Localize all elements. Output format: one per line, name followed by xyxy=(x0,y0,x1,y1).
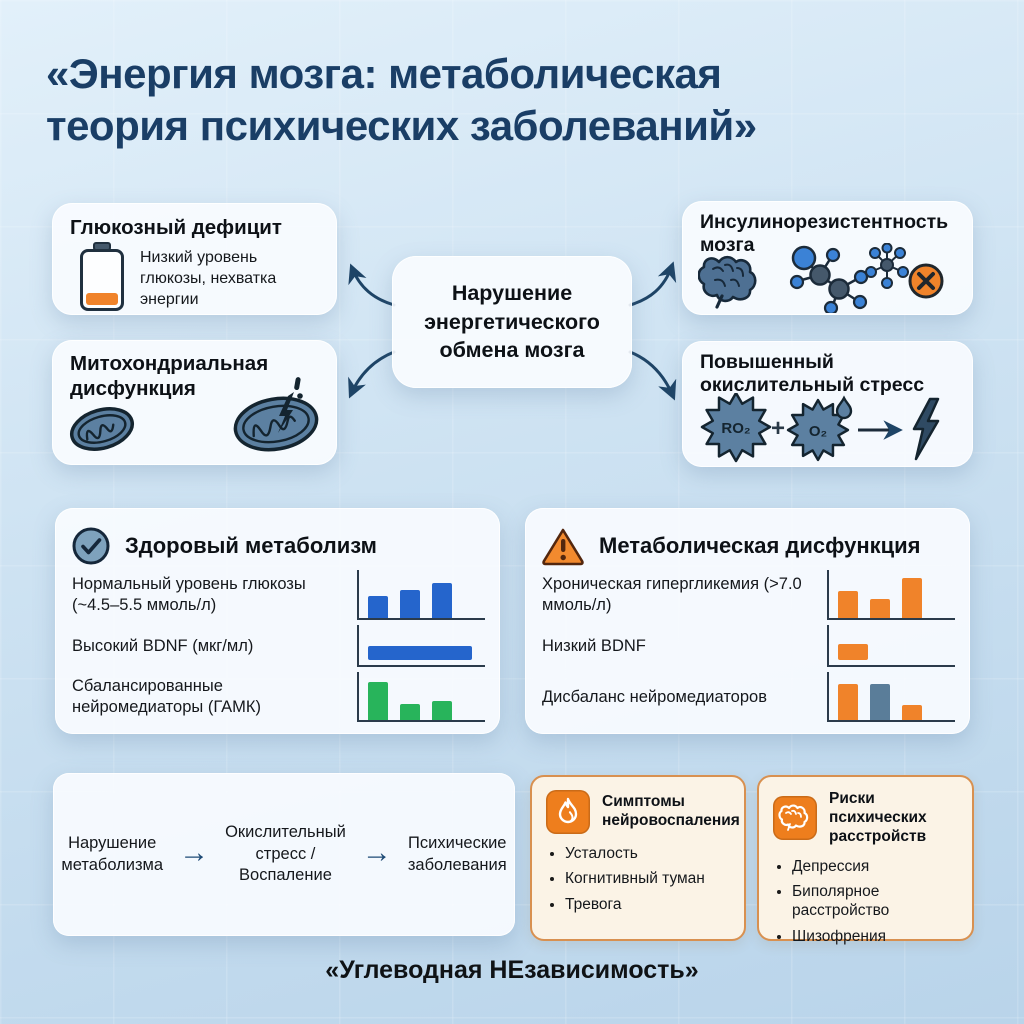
healthy-row-glucose: Нормальный уровень глюкозы (~4.5–5.5 ммо… xyxy=(72,570,485,620)
warning-triangle-icon xyxy=(542,528,584,566)
dysfunction-row-hyperglycemia: Хроническая гипергликемия (>7.0 ммоль/л) xyxy=(542,570,955,620)
mini-bar-chart xyxy=(827,570,955,620)
card-cascade: Нарушение метаболизма → Окислительный ст… xyxy=(53,773,515,936)
row-label: Дисбаланс нейромедиаторов xyxy=(542,687,767,706)
glucose-card-title: Глюкозный дефицит xyxy=(70,216,282,239)
mini-bar-chart xyxy=(827,625,955,667)
page-title-line1: «Энергия мозга: метаболическая xyxy=(46,50,722,97)
mitochondria-icon xyxy=(69,377,319,452)
card-insulin-resistance: Инсулинорезистентность мозга xyxy=(682,201,973,315)
card-metabolic-dysfunction: Метаболическая дисфункция Хроническая ги… xyxy=(525,508,970,734)
battery-low-icon xyxy=(80,249,124,311)
symptoms-list: Усталость Когнитивный туман Тревога xyxy=(532,844,744,914)
mini-bar-chart xyxy=(357,570,485,620)
card-healthy-metabolism: Здоровый метаболизм Нормальный уровень г… xyxy=(55,508,500,734)
healthy-row-bdnf: Высокий BDNF (мкг/мл) xyxy=(72,625,485,667)
list-item: Тревога xyxy=(565,895,744,914)
healthy-card-title: Здоровый метаболизм xyxy=(125,532,377,558)
list-item: Биполярное расстройство xyxy=(792,882,972,921)
crack-lightning-icon xyxy=(278,377,303,433)
row-label: Нормальный уровень глюкозы (~4.5–5.5 ммо… xyxy=(72,575,306,614)
dysfunction-card-title: Метаболическая дисфункция xyxy=(599,532,921,558)
card-neuroinflammation-symptoms: Симптомы нейровоспаления Усталость Когни… xyxy=(530,775,746,941)
arrow-to-oxidative xyxy=(628,350,677,401)
glucose-card-desc: Низкий уровень глюкозы, нехватка энергии xyxy=(140,249,277,309)
card-mitochondrial-dysfunction: Митохондриальная дисфункция xyxy=(52,340,337,465)
glucose-molecule-icon xyxy=(789,243,909,313)
risks-card-title: Риски психических расстройств xyxy=(829,790,927,845)
oxygen-burst-icon: O₂ xyxy=(786,398,850,462)
cascade-step-3: Психические заболевания xyxy=(407,834,507,874)
center-node-label: Нарушение энергетического обмена мозга xyxy=(424,281,600,363)
mini-bar-chart xyxy=(357,672,485,722)
arrow-to-insulin xyxy=(628,261,677,307)
right-arrow-icon: → xyxy=(179,835,210,869)
card-mental-disorder-risks: Риски психических расстройств Депрессия … xyxy=(757,775,974,945)
mini-bar-chart xyxy=(827,672,955,722)
flame-icon xyxy=(546,790,590,834)
row-label: Хроническая гипергликемия (>7.0 ммоль/л) xyxy=(542,575,802,614)
cascade-step-2: Окислительный стресс / Воспаление xyxy=(225,823,346,885)
lightning-icon xyxy=(912,397,940,461)
damaged-mitochondria-icon xyxy=(233,396,319,452)
dysfunction-row-neurotransmitters: Дисбаланс нейромедиаторов xyxy=(542,672,955,722)
list-item: Когнитивный туман xyxy=(565,869,744,888)
mito-card-title: Митохондриальная дисфункция xyxy=(70,352,269,400)
check-circle-icon xyxy=(72,527,110,565)
plus-sign: + xyxy=(771,415,785,442)
symptoms-card-title: Симптомы нейровоспаления xyxy=(602,793,740,829)
insulin-molecule-icon xyxy=(865,243,909,289)
insulin-card-title: Инсулинорезистентность мозга xyxy=(700,211,949,257)
list-item: Шизофрения xyxy=(792,927,972,946)
arrow-to-mito xyxy=(348,350,396,399)
list-item: Депрессия xyxy=(792,857,972,876)
page-title: «Энергия мозга: метаболическая теория пс… xyxy=(46,48,976,152)
dysfunction-row-bdnf: Низкий BDNF xyxy=(542,625,955,667)
x-circle-icon xyxy=(908,263,944,299)
svg-text:O₂: O₂ xyxy=(809,423,827,440)
risks-list: Депрессия Биполярное расстройство Шизофр… xyxy=(759,857,972,947)
droplet-icon xyxy=(835,395,853,420)
brain-badge-icon xyxy=(773,796,817,841)
healthy-row-neurotransmitters: Сбалансированные нейромедиаторы (ГАМК) xyxy=(72,672,485,722)
oxidative-card-title: Повышенный окислительный стресс xyxy=(700,351,925,397)
svg-text:RO₂: RO₂ xyxy=(721,420,750,437)
brain-icon xyxy=(698,255,757,309)
page-title-line2: теория психических заболеваний» xyxy=(46,102,757,150)
radical-burst-icon: RO₂ xyxy=(700,393,772,463)
card-glucose-deficit: Глюкозный дефицит Низкий уровень глюкозы… xyxy=(52,203,337,315)
list-item: Усталость xyxy=(565,844,744,863)
cascade-step-1: Нарушение метаболизма xyxy=(61,834,164,874)
right-arrow-icon: → xyxy=(361,835,392,869)
mini-bar-chart xyxy=(357,625,485,667)
row-label: Низкий BDNF xyxy=(542,636,646,655)
arrow-to-glucose xyxy=(348,263,396,307)
card-oxidative-stress: Повышенный окислительный стресс RO₂ + O₂ xyxy=(682,341,973,467)
row-label: Высокий BDNF (мкг/мл) xyxy=(72,636,254,655)
footer-slogan: «Углеводная НЕзависимость» xyxy=(325,956,699,984)
row-label: Сбалансированные нейромедиаторы (ГАМК) xyxy=(72,677,262,716)
oxidative-reaction-icons: RO₂ + O₂ xyxy=(700,393,940,463)
card-center-energy-disruption: Нарушение энергетического обмена мозга xyxy=(392,256,632,388)
